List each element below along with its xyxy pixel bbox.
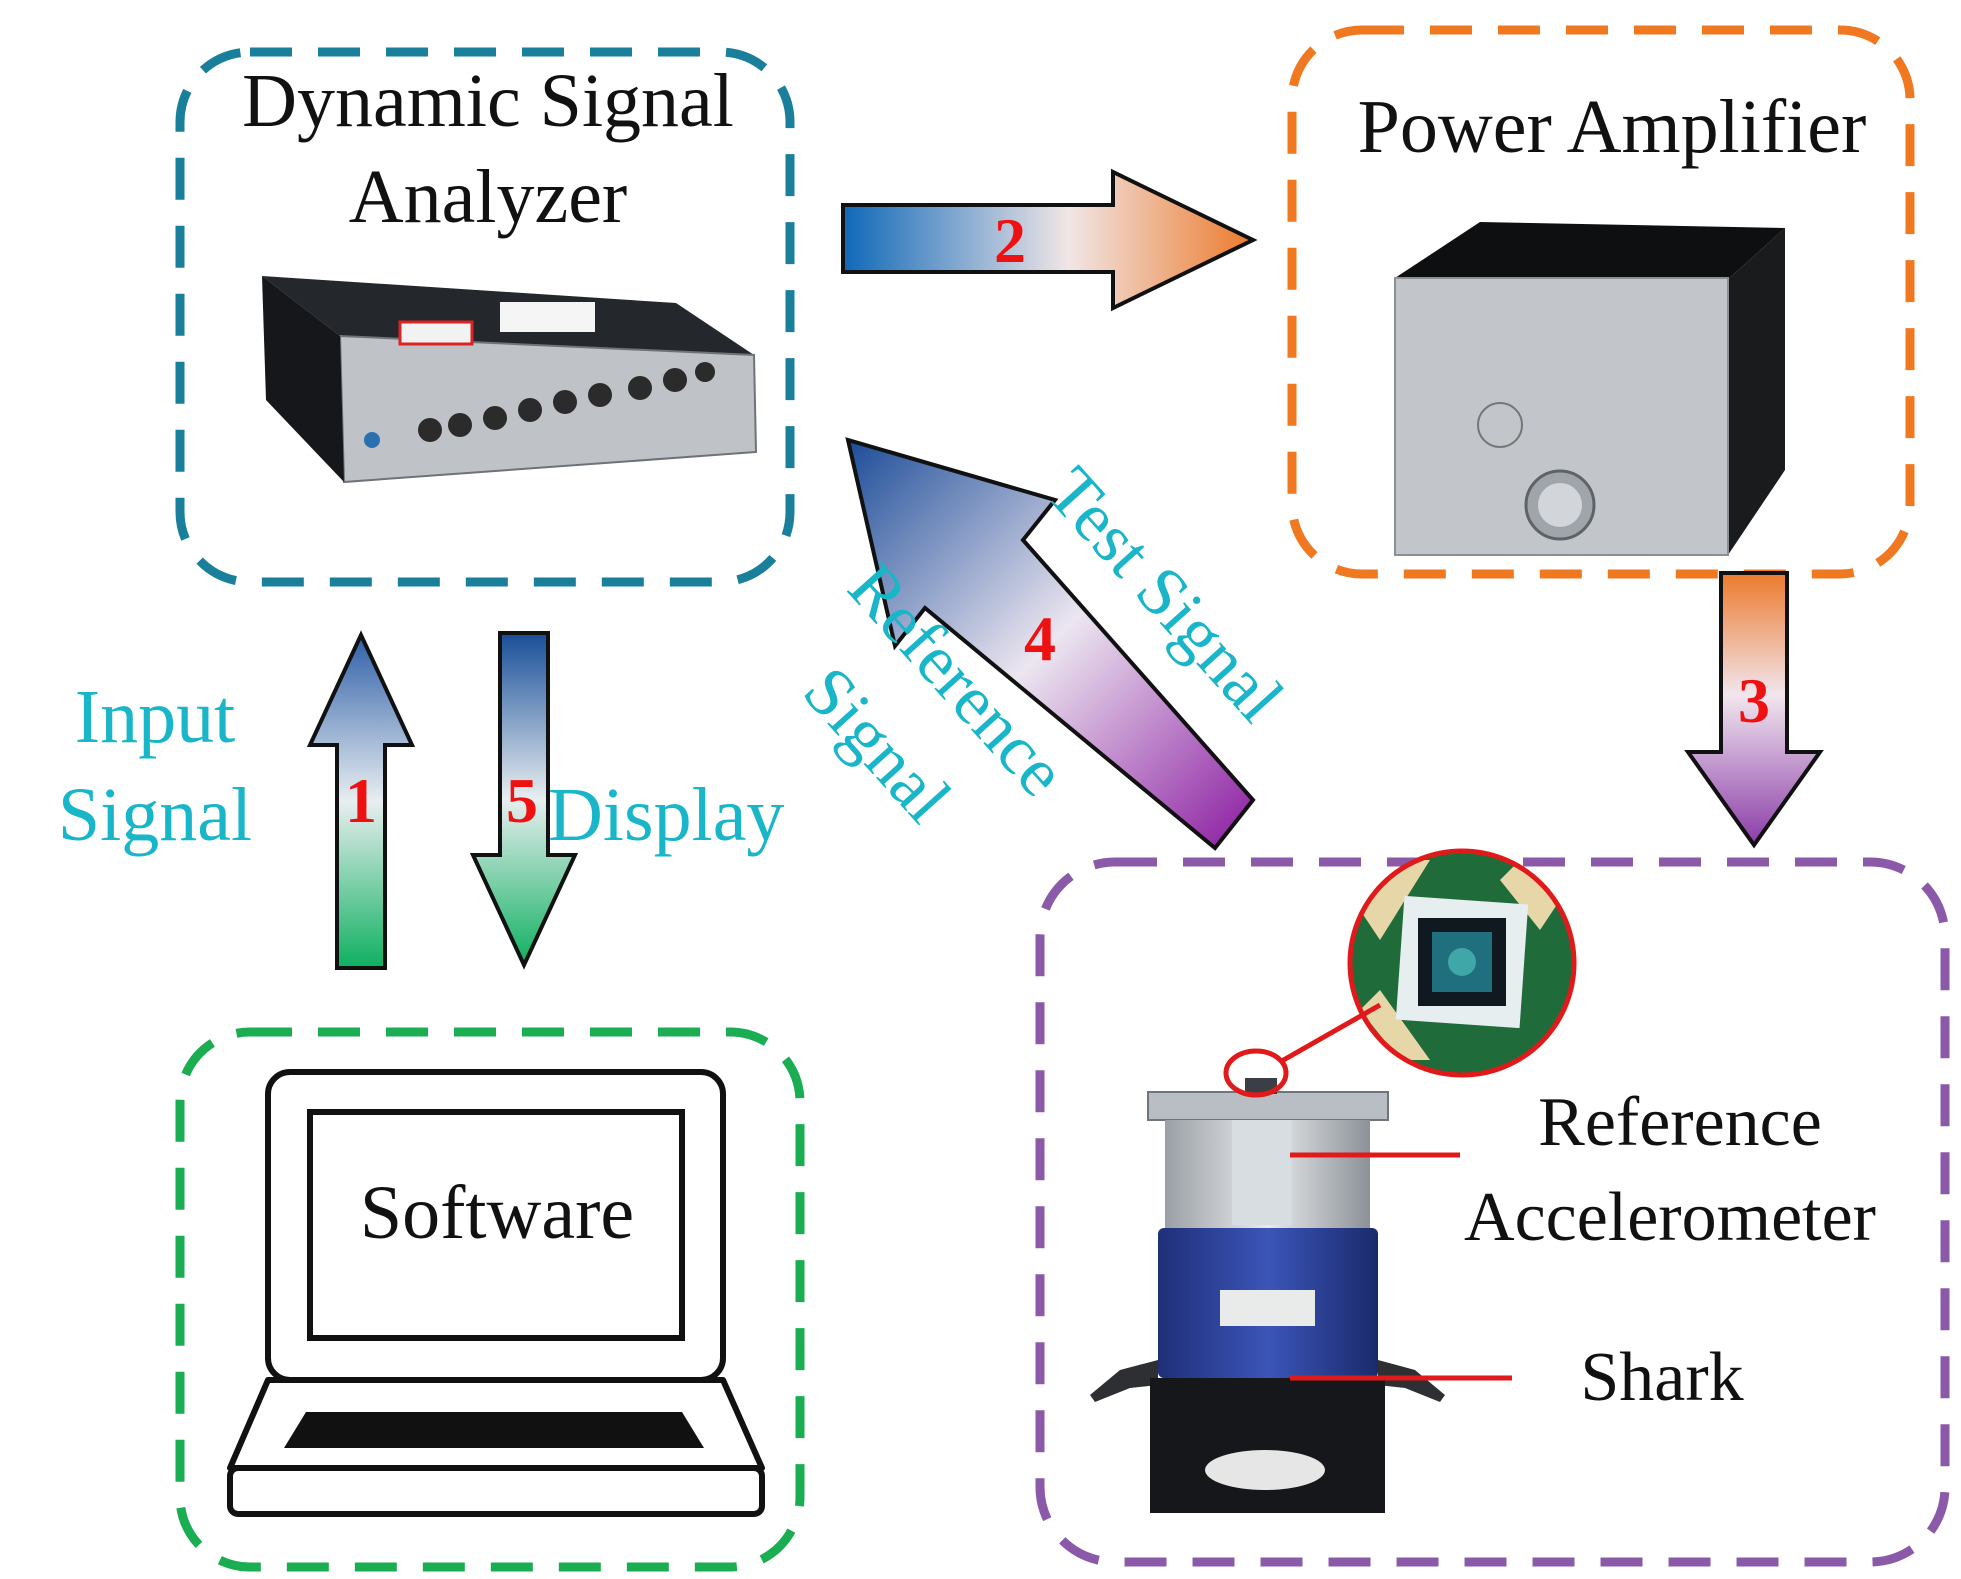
accelerometer-highlight-circle	[1223, 1048, 1289, 1098]
analyzer-title-line2: Analyzer	[349, 155, 628, 239]
shark-label: Shark	[1580, 1339, 1743, 1416]
arrow-2-analyzer-to-amplifier: 2	[841, 168, 1258, 312]
software-node: Software	[227, 1069, 765, 1517]
accelerometer-zoom-inset	[1223, 848, 1577, 1098]
arrow-1-software-to-analyzer: 1	[306, 630, 416, 970]
arrow-5-analyzer-to-software: 5	[469, 631, 579, 970]
arrow-2-number: 2	[994, 205, 1026, 276]
software-group-box	[175, 1027, 805, 1572]
arrow-3-number: 3	[1738, 665, 1770, 736]
shaker-device-illustration	[1090, 1078, 1445, 1513]
analyzer-device-illustration	[262, 276, 758, 484]
analyzer-node: Dynamic Signal Analyzer	[242, 59, 758, 484]
analyzer-title-line1: Dynamic Signal	[242, 59, 734, 143]
software-title: Software	[360, 1171, 634, 1255]
laptop-icon	[227, 1069, 765, 1517]
display-label: Display	[548, 773, 784, 857]
amplifier-node: Power Amplifier	[1358, 85, 1867, 556]
arrow-5-number: 5	[506, 765, 538, 836]
arrow-3-amplifier-to-shaker: 3	[1684, 571, 1824, 849]
reference-label-line2: Accelerometer	[1464, 1179, 1876, 1256]
amplifier-title: Power Amplifier	[1358, 85, 1867, 169]
arrow-1-number: 1	[345, 765, 377, 836]
input-signal-label-line1: Input	[75, 675, 235, 759]
reference-label-line1: Reference	[1538, 1084, 1822, 1161]
amplifier-group-box	[1287, 25, 1915, 579]
analyzer-group-box	[175, 47, 795, 587]
input-signal-label-line2: Signal	[58, 773, 252, 857]
shaker-node: Reference Accelerometer Shark	[1090, 848, 1876, 1513]
arrow-4-shaker-to-analyzer: 4	[845, 437, 1256, 851]
arrow-4-number: 4	[1024, 603, 1056, 674]
zoom-pointer-line	[1278, 1002, 1382, 1065]
amplifier-device-illustration	[1394, 222, 1785, 556]
